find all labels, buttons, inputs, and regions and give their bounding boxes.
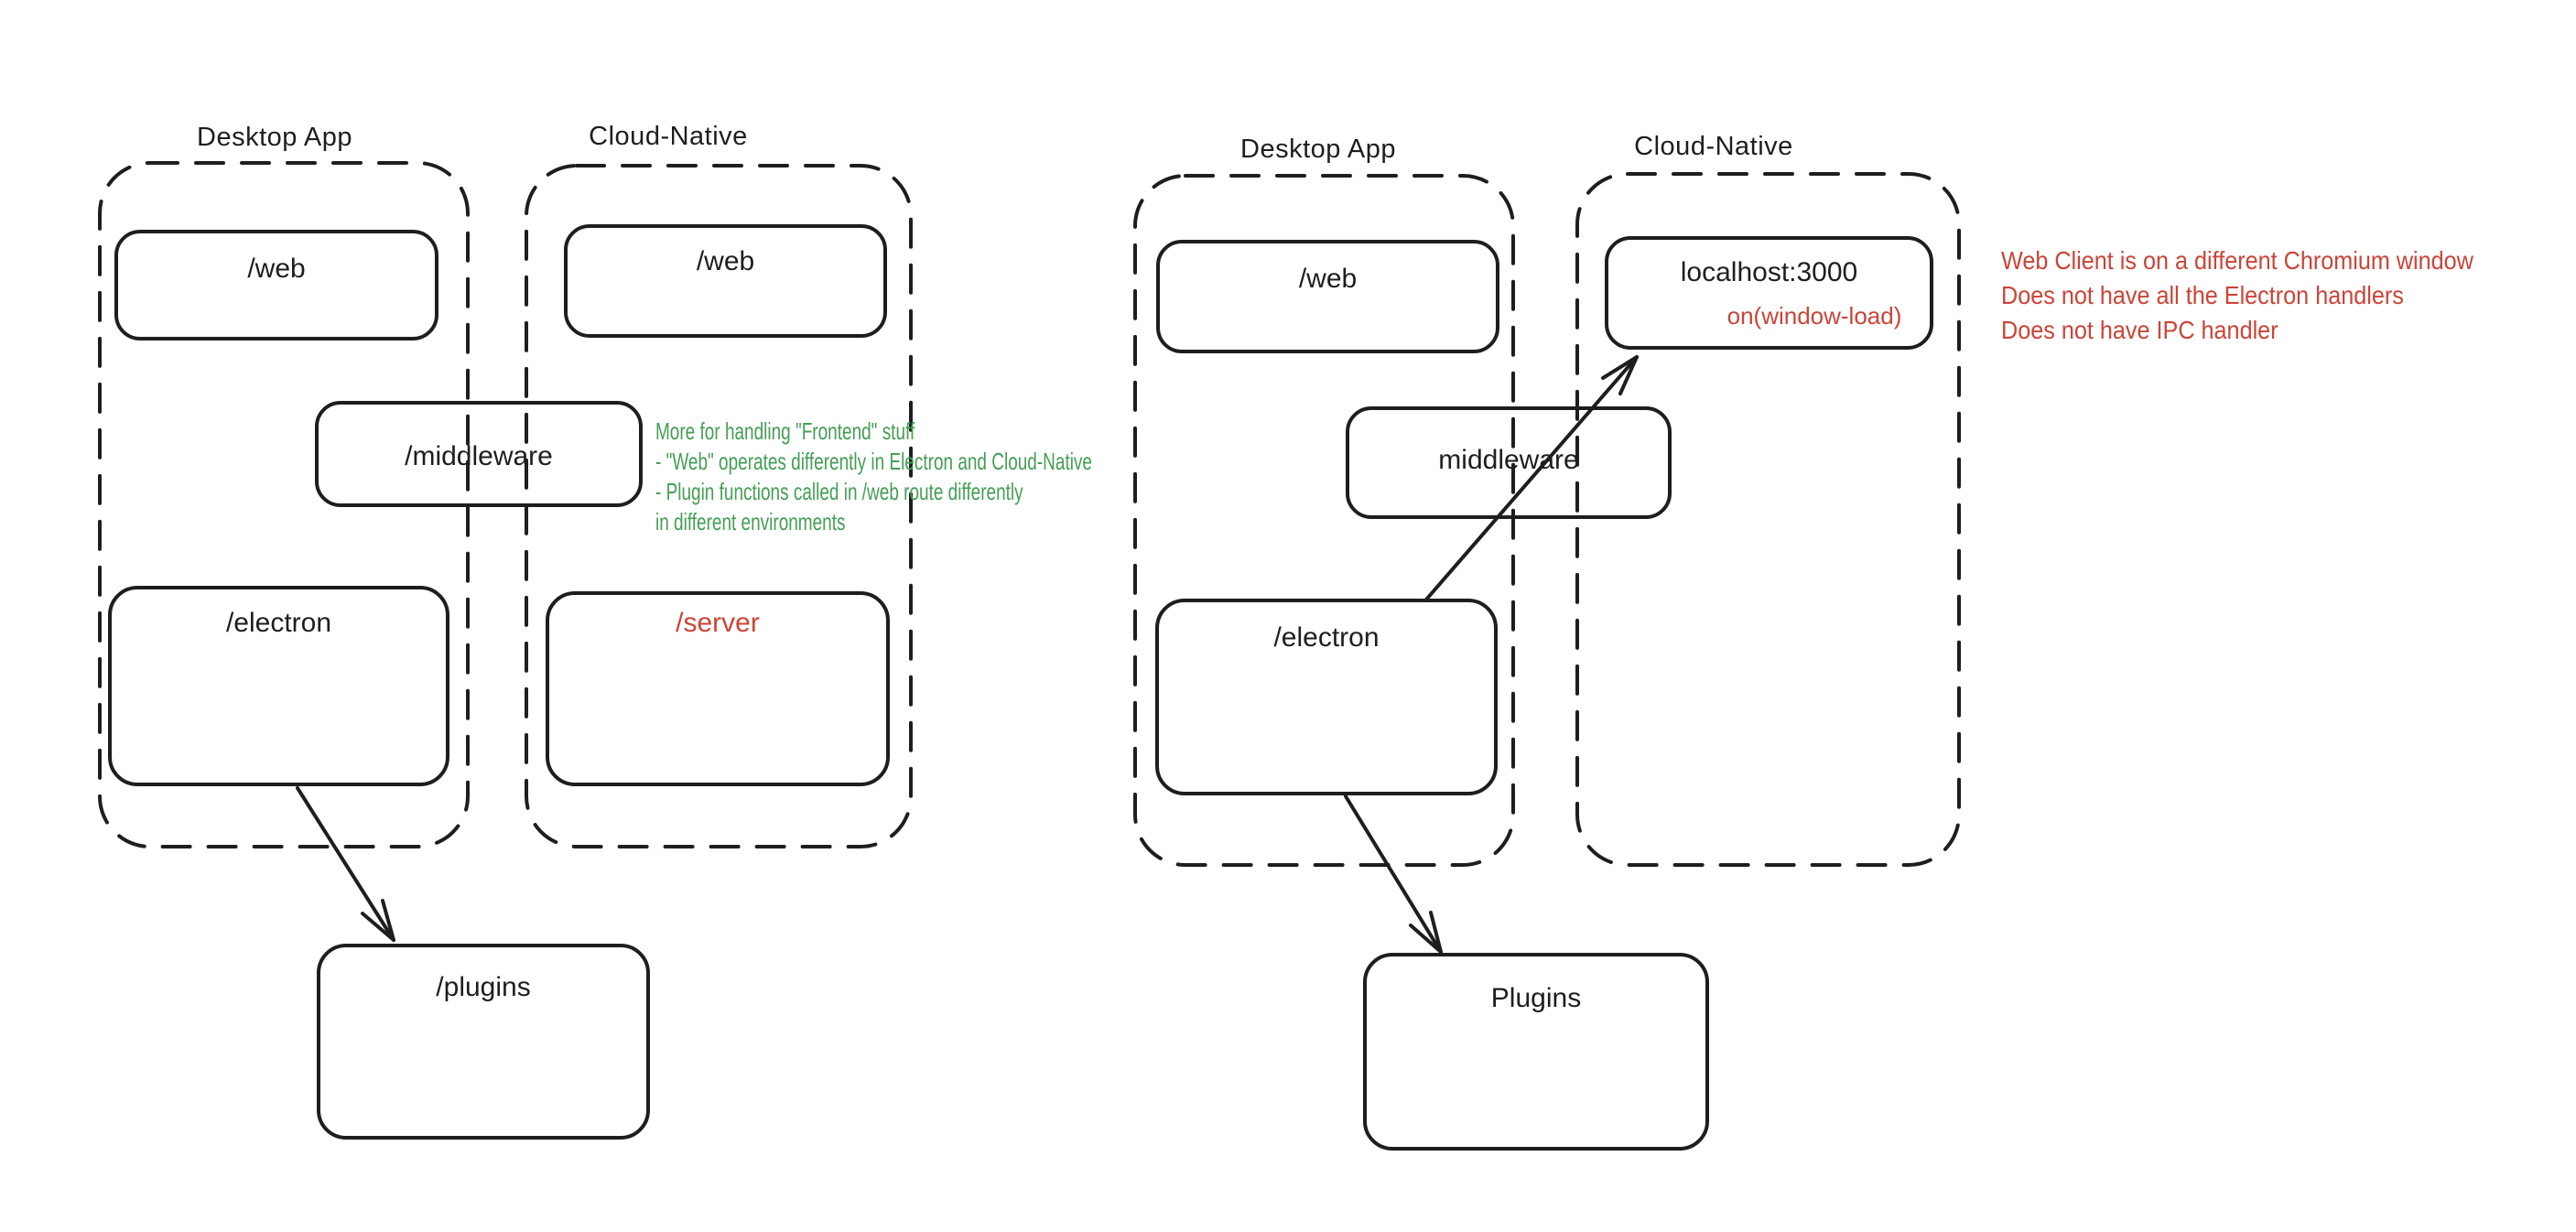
left-desktop-web-box [114, 230, 438, 340]
left-desktop-web-label: /web [247, 254, 306, 284]
right-plugins-box [1363, 953, 1709, 1151]
right-middleware-label: middleware [1438, 445, 1579, 475]
green-note-line4: in different environments [655, 508, 846, 535]
left-electron-label: /electron [225, 608, 332, 638]
arrow-electron-to-plugins-left [296, 786, 395, 942]
right-middleware-box [1346, 406, 1672, 519]
arrowhead-plugins-right-icon [1409, 911, 1443, 954]
red-note-line1: Web Client is on a different Chromium wi… [2001, 246, 2473, 275]
left-cloud-web-label: /web [696, 246, 755, 276]
left-server-label: /server [676, 608, 760, 638]
localhost-box [1605, 236, 1933, 350]
right-cloud-title: Cloud-Native [1634, 132, 1793, 161]
right-desktop-container [1133, 174, 1515, 867]
right-desktop-web-label: /web [1298, 264, 1358, 294]
left-plugins-label: /plugins [436, 972, 531, 1002]
left-cloud-web-box [564, 224, 887, 338]
green-note-line2: - "Web" operates differently in Electron… [655, 448, 1092, 475]
right-electron-label: /electron [1273, 622, 1380, 653]
left-middleware-box [315, 401, 643, 507]
arrowhead-plugins-left-icon [361, 899, 395, 942]
left-middleware-label: /middleware [405, 441, 553, 471]
left-server-box [546, 591, 890, 786]
green-note-line1: More for handling "Frontend" stuff [655, 417, 915, 445]
right-desktop-title: Desktop App [1240, 135, 1396, 164]
right-electron-box [1155, 599, 1498, 795]
right-desktop-web-box [1156, 240, 1499, 353]
left-plugins-box [317, 944, 650, 1140]
localhost-label: localhost:3000 [1680, 257, 1858, 287]
right-plugins-label: Plugins [1490, 983, 1582, 1013]
arrow-electron-to-localhost [1424, 355, 1639, 601]
arrowhead-localhost-icon [1601, 355, 1639, 395]
left-electron-box [108, 586, 449, 786]
left-desktop-container [98, 161, 470, 848]
left-cloud-title: Cloud-Native [589, 122, 748, 151]
green-note: More for handling "Frontend" stuff - "We… [655, 416, 1092, 537]
arrow-electron-to-plugins-right [1344, 794, 1443, 954]
red-note-line2: Does not have all the Electron handlers [2001, 281, 2404, 309]
left-desktop-title: Desktop App [197, 123, 352, 152]
on-window-load-label: on(window-load) [1726, 302, 1902, 330]
right-cloud-container [1575, 172, 1961, 867]
red-note: Web Client is on a different Chromium wi… [2001, 243, 2473, 348]
red-note-line3: Does not have IPC handler [2001, 316, 2278, 344]
green-note-line3: - Plugin functions called in /web route … [655, 478, 1023, 505]
